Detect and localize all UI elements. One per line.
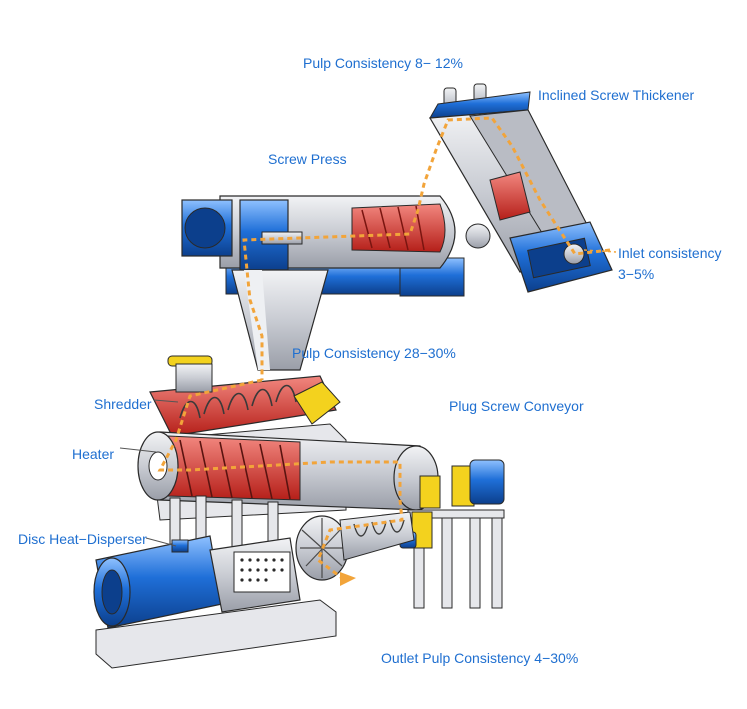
- support-frame: [95, 495, 337, 669]
- label-shredder: Shredder: [94, 396, 152, 412]
- label-plug-screw-conveyor: Plug Screw Conveyor: [449, 398, 584, 414]
- leader-lines-dark: [119, 399, 179, 547]
- label-inclined-screw-thickener: Inclined Screw Thickener: [538, 87, 695, 103]
- leader-lines: [583, 249, 617, 253]
- label-heater: Heater: [72, 446, 115, 462]
- drive-unit-right: [399, 459, 505, 609]
- label-outlet-pulp-consistency: Outlet Pulp Consistency 4−30%: [381, 650, 579, 666]
- label-inlet-consistency: Inlet consistency: [618, 245, 722, 261]
- screw-press: [181, 195, 491, 297]
- outlet-arrow: [340, 572, 356, 586]
- label-disc-heat-disperser: Disc Heat−Disperser: [18, 531, 147, 547]
- pulp-flow-path: [157, 116, 611, 580]
- heater: [137, 423, 439, 521]
- plug-screw-conveyor: [149, 355, 341, 437]
- label-screw-press: Screw Press: [268, 151, 347, 167]
- inclined-screw-thickener: [429, 83, 613, 293]
- disc-heat-disperser: [93, 511, 415, 629]
- label-pulp-consistency-mid: Pulp Consistency 28−30%: [292, 345, 456, 361]
- label-inlet-consistency-value: 3−5%: [618, 266, 655, 282]
- label-pulp-consistency-top: Pulp Consistency 8− 12%: [303, 55, 463, 71]
